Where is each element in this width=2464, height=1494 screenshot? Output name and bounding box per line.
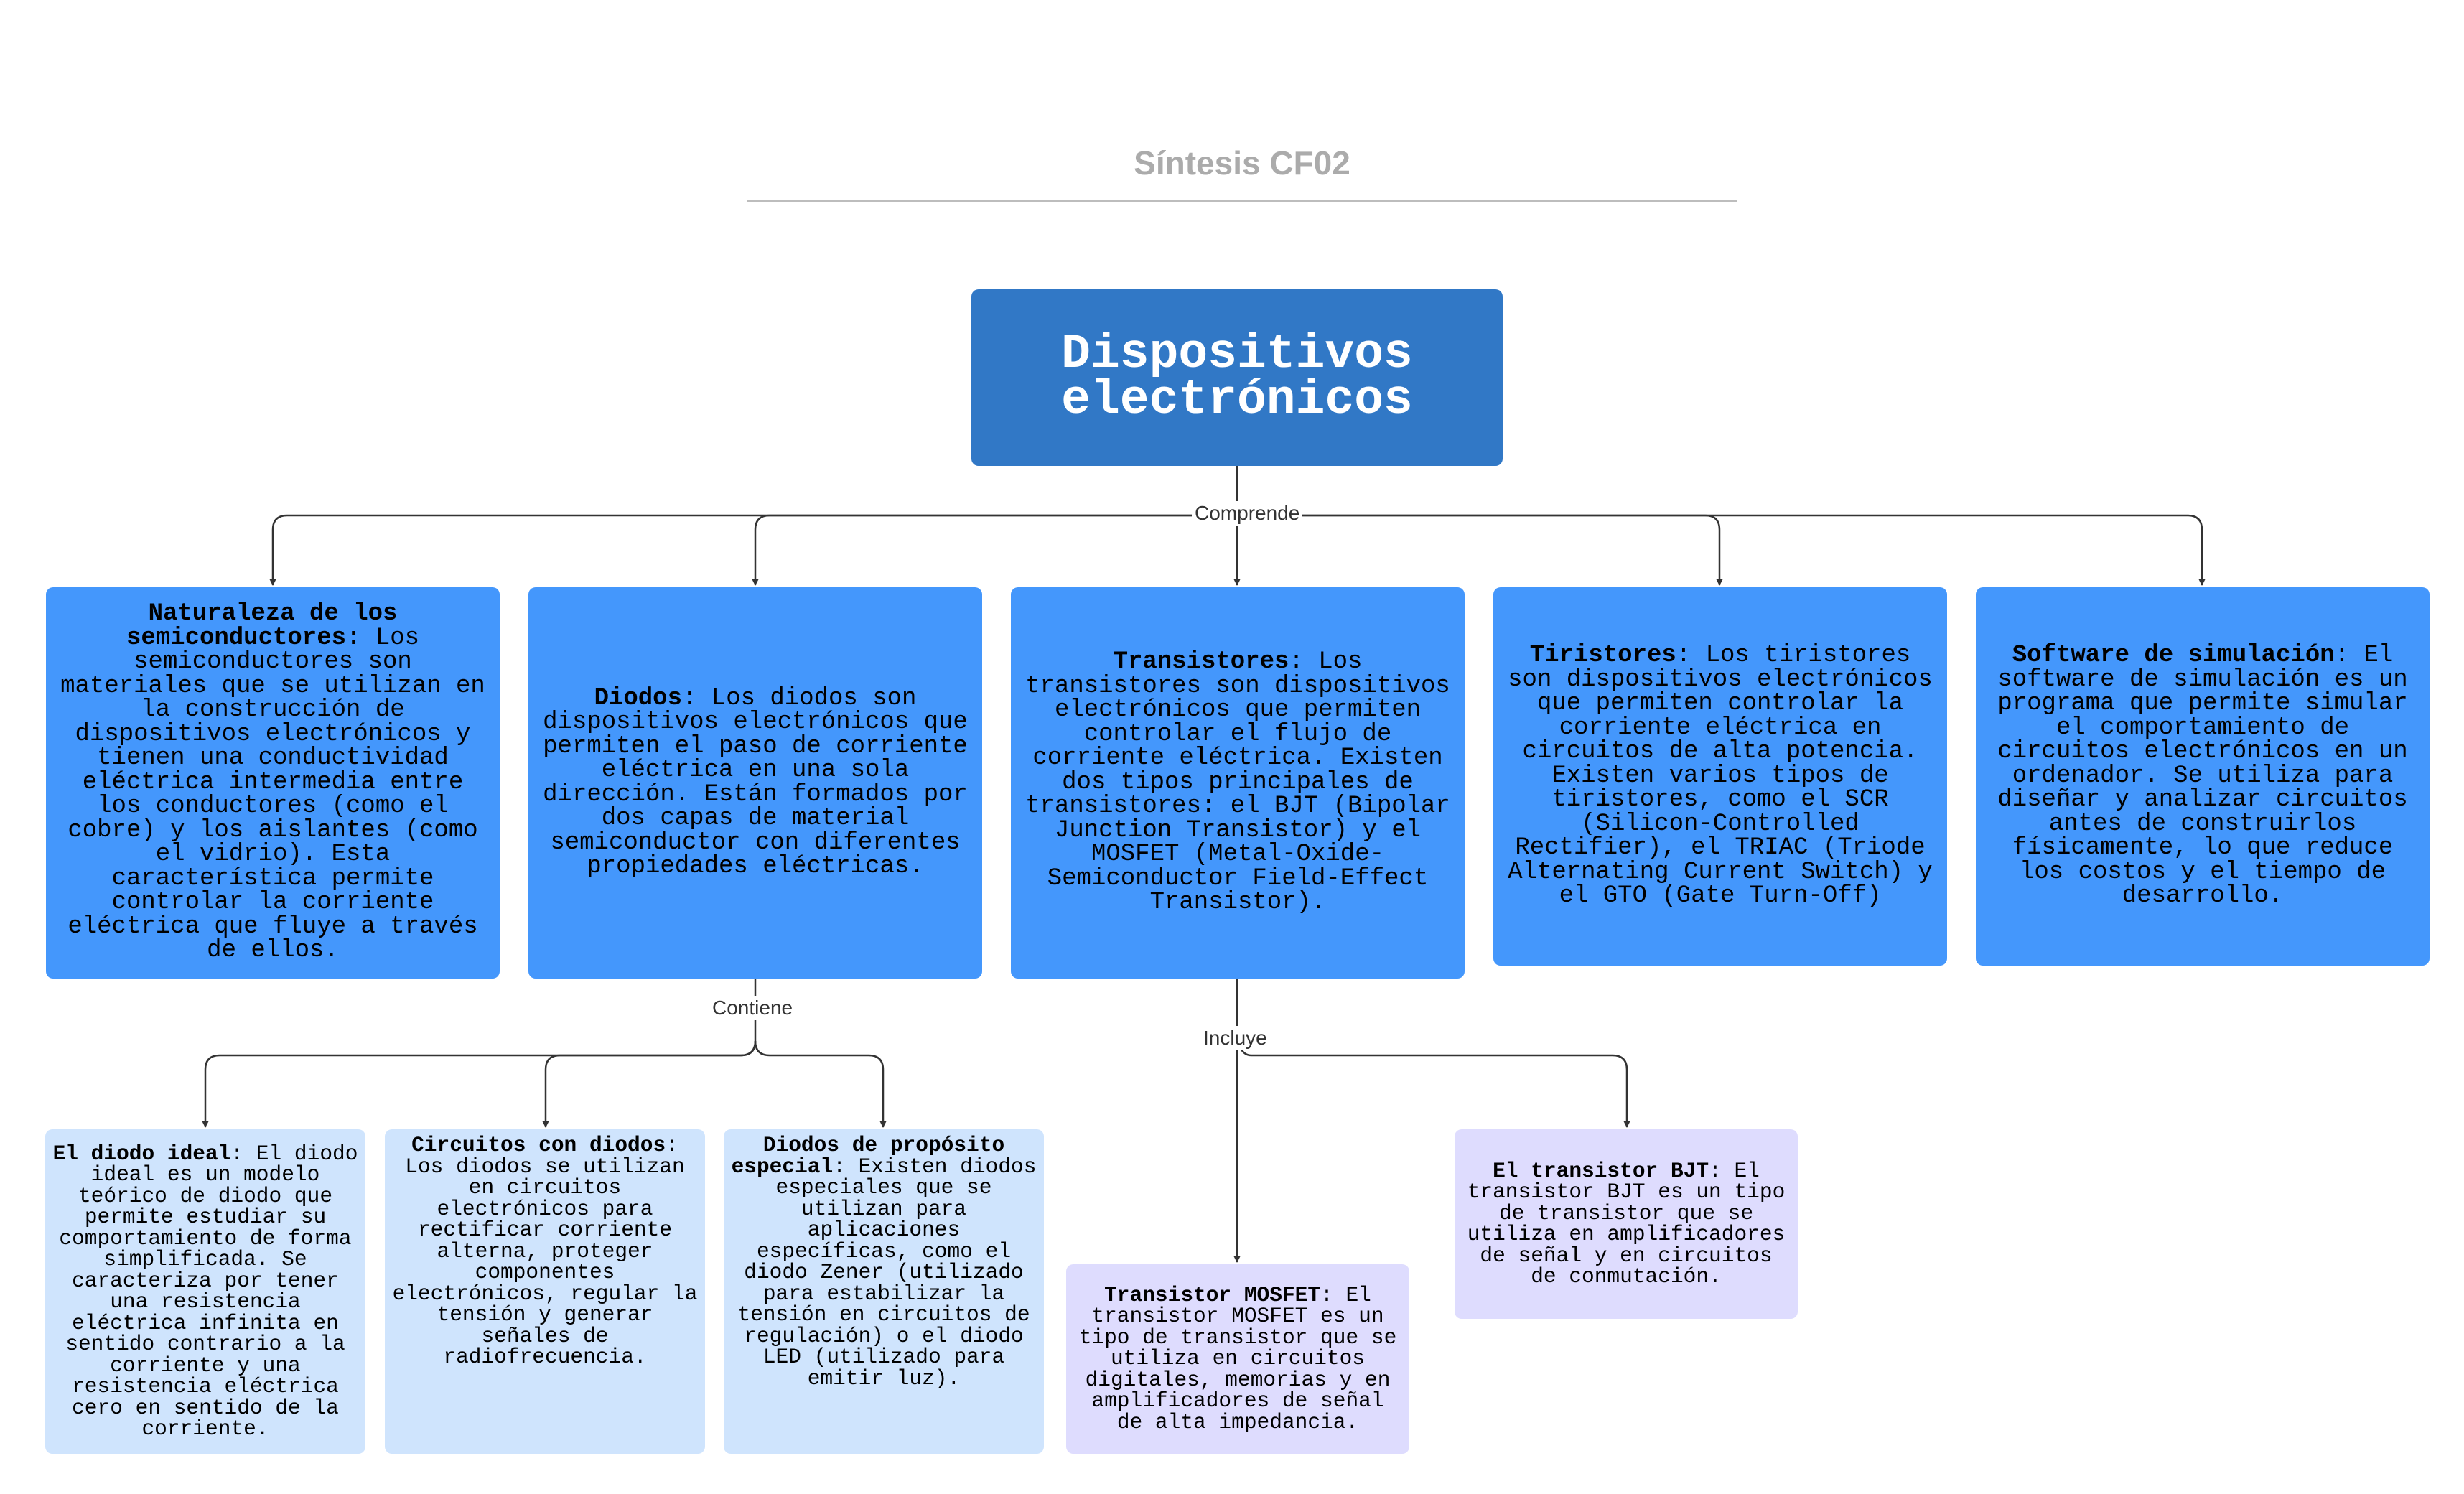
topic-diodos[interactable]: Diodos: Los diodos son dispositivos elec… <box>528 587 982 979</box>
edge-diodos-especial <box>754 1040 887 1128</box>
edge-transistores-bjt <box>1236 1026 1630 1128</box>
node-title: El transistor BJT <box>1493 1158 1709 1183</box>
edge-label-contiene: Contiene <box>709 996 796 1020</box>
edge-root-software <box>1237 514 2206 586</box>
topic-body: : Los transistores son dispositivos elec… <box>1025 648 1450 917</box>
node-body: : El transistor MOSFET es un tipo de tra… <box>1078 1282 1397 1434</box>
diodos-especial-node[interactable]: Diodos de propósito especial: Existen di… <box>724 1129 1044 1454</box>
edge-label-incluye: Incluye <box>1200 1026 1270 1050</box>
topic-title: Transistores <box>1113 648 1289 676</box>
node-title: El diodo ideal <box>52 1141 231 1166</box>
topic-title: Tiristores <box>1529 642 1676 670</box>
edge-root-semiconductores <box>269 514 1237 586</box>
edge-label-comprende: Comprende <box>1192 501 1303 526</box>
topic-body: : Los tiristores son dispositivos electr… <box>1508 642 1933 910</box>
topic-title: Diodos <box>594 684 682 712</box>
transistor-bjt-node[interactable]: El transistor BJT: El transistor BJT es … <box>1455 1129 1798 1319</box>
topic-title: Naturaleza de los semiconductores <box>126 600 398 652</box>
edge-diodos-circuitos <box>542 1040 757 1128</box>
topic-transistores[interactable]: Transistores: Los transistores son dispo… <box>1011 587 1465 979</box>
topic-body: : Los diodos son dispositivos electrónic… <box>543 684 968 880</box>
transistor-mosfet-node[interactable]: Transistor MOSFET: El transistor MOSFET … <box>1066 1264 1409 1454</box>
edge-root-tiristores <box>1237 514 1723 586</box>
topic-title: Software de simulación <box>2012 642 2335 670</box>
edge-root-diodos <box>752 514 1237 586</box>
topic-body: : El software de simulación es un progra… <box>1997 642 2408 910</box>
root-node[interactable]: Dispositivos electrónicos <box>971 289 1503 466</box>
title-divider <box>747 200 1737 202</box>
node-body: : El transistor BJT es un tipo de transi… <box>1467 1158 1786 1289</box>
page-title: Síntesis CF02 <box>1134 144 1350 182</box>
diodo-ideal-node[interactable]: El diodo ideal: El diodo ideal es un mod… <box>45 1129 365 1454</box>
node-body: : El diodo ideal es un modelo teórico de… <box>59 1141 358 1441</box>
root-node-label: Dispositivos electrónicos <box>1061 327 1413 428</box>
topic-body: : Los semiconductores son materiales que… <box>60 624 485 965</box>
node-body: : Los diodos se utilizan en circuitos el… <box>392 1133 698 1369</box>
node-title: Diodos de propósito especial <box>731 1133 1005 1179</box>
node-title: Circuitos con diodos <box>411 1133 666 1157</box>
node-title: Transistor MOSFET <box>1104 1282 1321 1307</box>
topic-tiristores[interactable]: Tiristores: Los tiristores son dispositi… <box>1493 587 1947 966</box>
edge-diodos-ideal <box>202 1054 741 1128</box>
node-body: : Existen diodos especiales que se utili… <box>737 1154 1037 1391</box>
circuitos-diodos-node[interactable]: Circuitos con diodos: Los diodos se util… <box>385 1129 705 1454</box>
topic-semiconductores[interactable]: Naturaleza de los semiconductores: Los s… <box>46 587 500 979</box>
topic-software[interactable]: Software de simulación: El software de s… <box>1976 587 2430 966</box>
